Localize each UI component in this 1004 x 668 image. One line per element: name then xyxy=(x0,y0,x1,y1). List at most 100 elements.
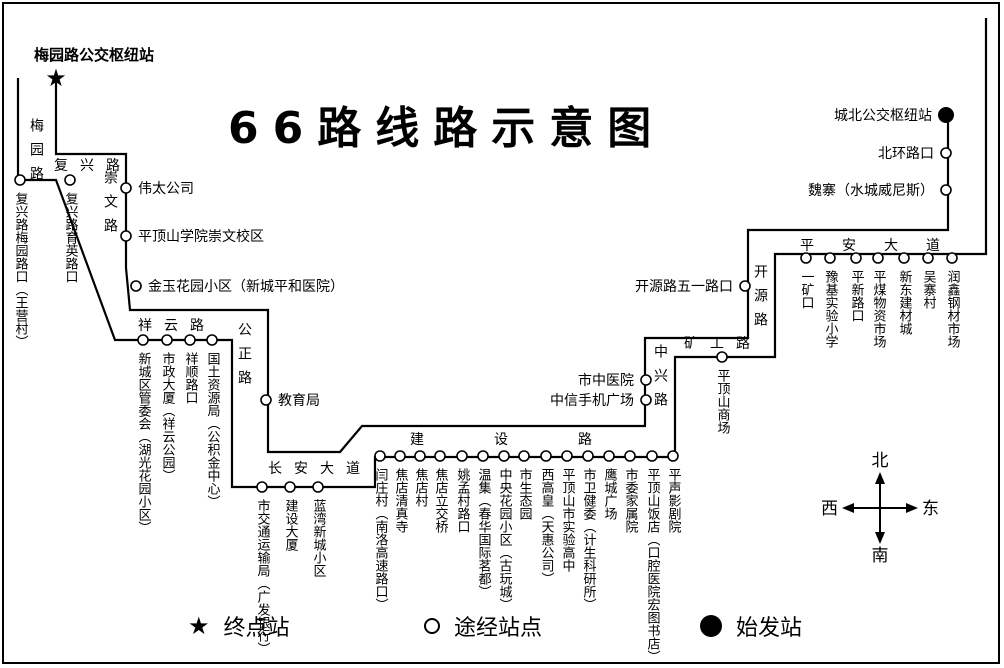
stop-marker xyxy=(640,394,652,406)
stop-marker xyxy=(800,252,812,264)
stop-label: 祥顺路口 xyxy=(183,352,199,404)
stop-marker xyxy=(260,394,272,406)
legend-via-label: 途经站点 xyxy=(454,616,543,641)
stop-label: 鹰城广场 xyxy=(602,467,618,520)
compass-south: 南 xyxy=(872,546,889,566)
stop-marker xyxy=(922,252,934,264)
road-label-pingan: 平安大道 xyxy=(800,238,968,254)
stop-label: 焦店清真寺 xyxy=(393,468,409,533)
stop-label: 润鑫钢材市场 xyxy=(945,270,961,348)
stop-marker xyxy=(624,450,636,462)
stop-label: 平顶山商场 xyxy=(715,369,731,434)
road-label-kuanggong: 矿工路 xyxy=(684,336,762,352)
star-icon: ★ xyxy=(188,612,210,640)
legend-start: 始发站 xyxy=(700,610,802,642)
stop-label: 新东建材城 xyxy=(897,269,913,336)
stop-marker xyxy=(540,450,552,462)
stop-marker xyxy=(184,334,196,346)
stop-marker xyxy=(161,334,173,346)
stop-label: 市卫健委（计生科研所） xyxy=(581,467,597,611)
compass-east: 东 xyxy=(922,499,939,519)
stop-label: 开源路五一路口 xyxy=(635,279,733,295)
road-label-gongzheng: 公正路 xyxy=(236,322,252,394)
stop-label: 姚孟村路口 xyxy=(455,468,471,533)
stop-label: 平顶山饭店（口腔医院宏图书店） xyxy=(645,468,661,663)
end-terminal-label: 梅园路公交枢纽站 xyxy=(34,46,154,64)
stop-marker xyxy=(130,280,142,292)
stop-label: 蓝湾新城小区 xyxy=(311,499,327,577)
stop-marker xyxy=(940,147,952,159)
legend-end-label: 终点站 xyxy=(223,616,290,641)
stop-label: 新城区管委会（湖光花园小区） xyxy=(136,351,152,534)
stop-marker xyxy=(872,252,884,264)
stop-marker xyxy=(716,351,728,363)
stop-label: 平声影剧院 xyxy=(666,468,682,533)
stop-label: 豫基实验小学 xyxy=(823,270,839,348)
road-label-chongwen: 崇文路 xyxy=(102,170,118,242)
legend-end: ★ 终点站 xyxy=(188,610,290,642)
stop-label: 焦店立交桥 xyxy=(433,468,449,534)
stop-marker xyxy=(414,450,426,462)
stop-marker xyxy=(667,450,679,462)
stop-marker xyxy=(64,174,76,186)
stops-layer: 复兴路梅园路口（王营村）复兴路育英路口伟太公司平顶山学院崇文校区金玉花园小区（新… xyxy=(13,146,961,663)
stop-label: 金玉花园小区（新城平和医院） xyxy=(148,279,344,295)
start-terminal-marker xyxy=(938,107,954,123)
stop-marker xyxy=(898,252,910,264)
road-label-meiyuan: 梅园路 xyxy=(28,118,44,190)
stop-label: 市委家属院 xyxy=(623,467,639,533)
stop-marker xyxy=(646,450,658,462)
stop-marker xyxy=(256,481,268,493)
stop-marker xyxy=(312,481,324,493)
stop-label: 市交通运输局（广发银行） xyxy=(255,498,271,655)
stop-marker xyxy=(739,280,751,292)
stop-marker xyxy=(394,450,406,462)
stop-marker xyxy=(561,450,573,462)
compass-west: 西 xyxy=(821,499,838,519)
stop-label: 平煤物资市场 xyxy=(871,270,887,348)
stop-marker xyxy=(603,450,615,462)
route-line xyxy=(16,18,988,489)
stop-label: 北环路口 xyxy=(878,146,934,162)
stop-marker xyxy=(374,450,386,462)
legend-start-label: 始发站 xyxy=(736,616,803,641)
stop-marker xyxy=(137,334,149,346)
stop-marker xyxy=(946,252,958,264)
map-title: 66路线路示意图 xyxy=(228,103,666,154)
stop-marker xyxy=(518,450,530,462)
stop-marker xyxy=(284,481,296,493)
stop-marker xyxy=(582,450,594,462)
stop-marker xyxy=(640,374,652,386)
road-label-zhongxing: 中兴路 xyxy=(652,344,668,416)
stop-marker xyxy=(206,334,218,346)
stop-label: 焦店村 xyxy=(413,468,429,507)
stop-label: 教育局 xyxy=(278,393,320,409)
stop-label: 中央花园小区（古玩城） xyxy=(497,468,513,611)
stop-label: 建设大厦 xyxy=(283,499,299,551)
stop-marker xyxy=(456,450,468,462)
stop-marker xyxy=(120,182,132,194)
stop-marker xyxy=(120,230,132,242)
compass-north: 北 xyxy=(872,451,889,471)
stop-label: 伟太公司 xyxy=(138,181,194,197)
stop-label: 平顶山学院崇文校区 xyxy=(138,228,264,245)
end-terminal-star-icon: ★ xyxy=(45,64,67,92)
stop-marker xyxy=(940,184,952,196)
stop-marker xyxy=(477,450,489,462)
start-terminal-label: 城北公交枢纽站 xyxy=(834,107,932,124)
stop-label: 西高皇（天惠公司） xyxy=(539,468,555,585)
stop-label: 市生态园 xyxy=(517,467,533,520)
legend-via: 途经站点 xyxy=(424,610,542,642)
stop-label: 中信手机广场 xyxy=(550,393,634,409)
stop-label: 国土资源局（公积金中心） xyxy=(205,352,221,508)
stop-label: 平新路口 xyxy=(849,270,865,322)
open-circle-icon xyxy=(424,618,440,634)
stop-label: 市中医院 xyxy=(578,372,634,389)
stop-marker xyxy=(850,252,862,264)
compass: 北 南 西 东 xyxy=(821,451,939,566)
stop-label: 一矿口 xyxy=(799,270,815,309)
roads-layer: 梅园路复兴路崇文路祥云路公正路长安大道建设路中兴路矿工路开源路平安大道 xyxy=(28,118,968,477)
stop-label: 魏寨（水城威尼斯） xyxy=(808,182,934,199)
